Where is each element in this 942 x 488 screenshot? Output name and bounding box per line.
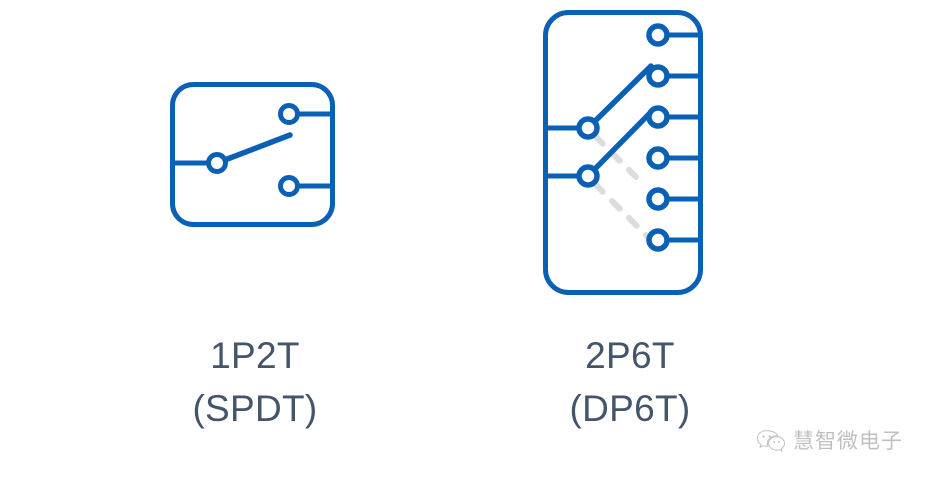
dp6t-dashed-guide-pole-1: [592, 133, 639, 180]
spdt-package-outline: [170, 82, 335, 227]
dp6t-throw-terminal-4: [646, 146, 670, 170]
wechat-icon: [756, 430, 785, 452]
spdt-caption-line-2: (SPDT): [192, 387, 318, 429]
watermark-text: 慧智微电子: [793, 428, 903, 453]
dp6t-switch-diagram: [532, 0, 717, 305]
dp6t-dashed-guide-pole-2: [592, 181, 653, 242]
spdt-pole-terminal: [206, 152, 228, 174]
dp6t-throw-terminal-5: [646, 187, 670, 211]
spdt-throw-terminal-2: [278, 175, 300, 197]
dp6t-pole-terminal-2: [576, 164, 600, 188]
dp6t-caption: 2P6T (DP6T): [525, 330, 735, 435]
dp6t-caption-line-2: (DP6T): [569, 387, 691, 429]
dp6t-caption-line-1: 2P6T: [585, 335, 675, 376]
dp6t-svg: [543, 10, 703, 295]
dp6t-package-outline: [543, 10, 703, 295]
spdt-blade: [214, 132, 293, 166]
dp6t-throw-terminal-2: [646, 64, 670, 88]
spdt-throw-terminal-1: [278, 103, 300, 125]
dp6t-throw-terminal-6: [646, 228, 670, 252]
dp6t-throw-terminal-3: [646, 105, 670, 129]
spdt-switch-diagram: [160, 72, 350, 237]
spdt-svg: [170, 82, 335, 227]
dp6t-blade-pole-2: [585, 109, 654, 179]
watermark: 慧智微电子: [756, 428, 903, 454]
dp6t-throw-terminal-1: [646, 23, 670, 47]
dp6t-pole-terminal-1: [576, 116, 600, 140]
spdt-caption: 1P2T (SPDT): [150, 330, 360, 435]
spdt-caption-line-1: 1P2T: [210, 335, 300, 376]
dp6t-blade-pole-1: [585, 63, 654, 131]
